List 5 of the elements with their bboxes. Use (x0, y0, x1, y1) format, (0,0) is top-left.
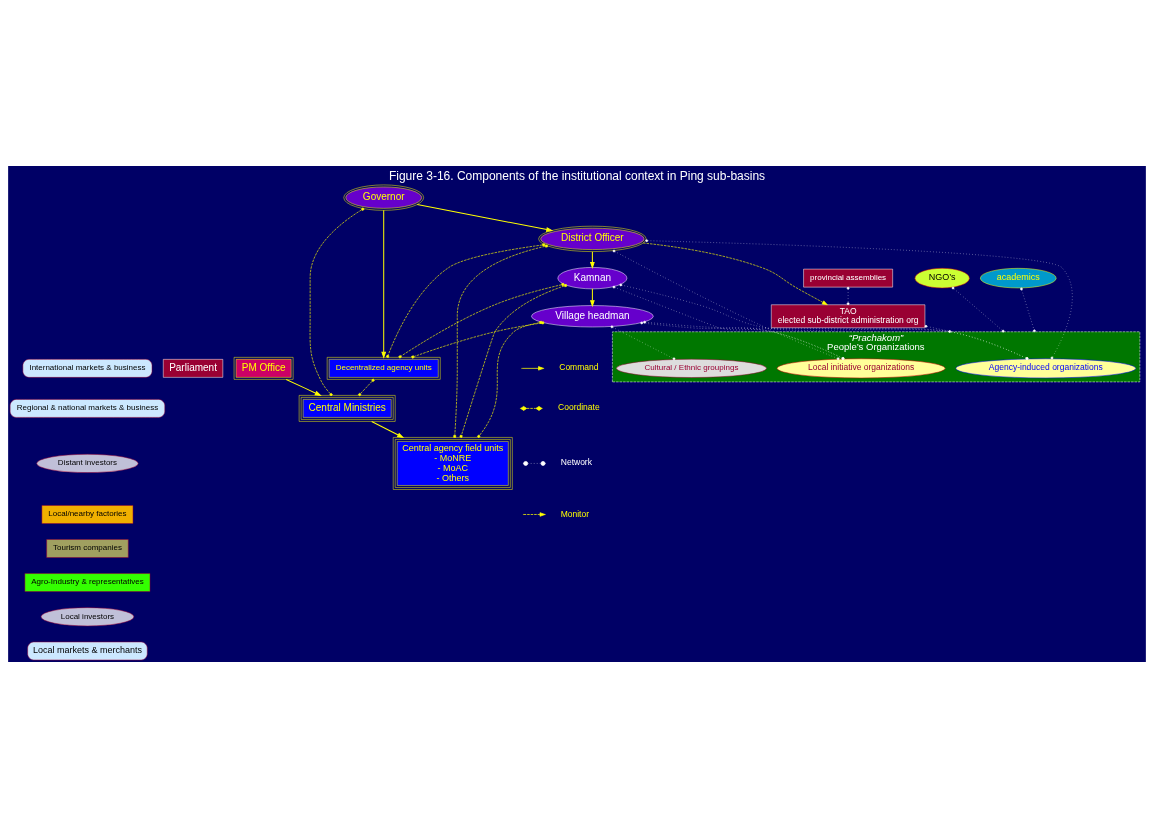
legend-label: Monitor (560, 508, 590, 519)
legend-label: Coordinate (558, 401, 600, 412)
diagram-title: Figure 3-16. Components of the institutional context in Ping sub-basins (388, 168, 766, 183)
legend-label: Command (559, 361, 599, 372)
legend-label: Network (560, 456, 592, 467)
